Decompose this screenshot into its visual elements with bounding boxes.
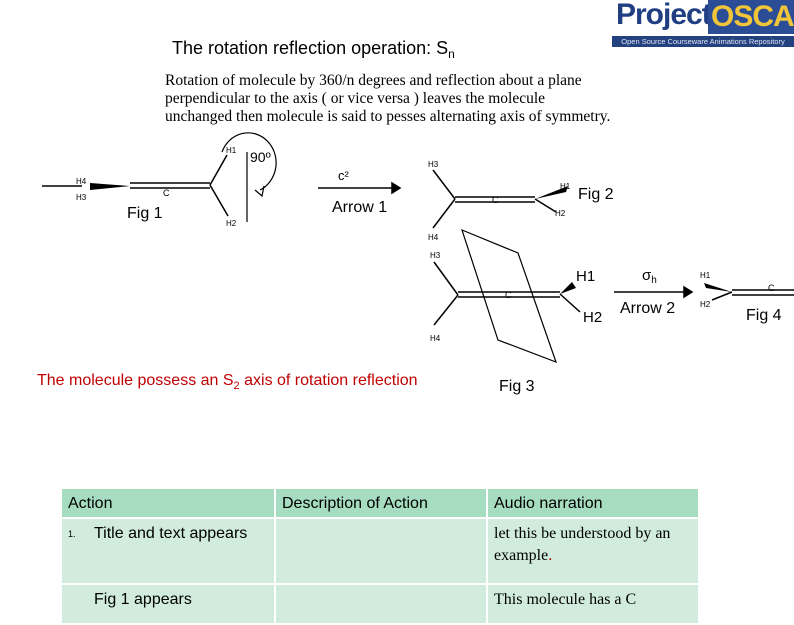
rotation-label: c² xyxy=(338,168,350,183)
atom-h2-fig2: H2 xyxy=(555,209,566,218)
arrow1 xyxy=(318,181,402,195)
sigma-h-label: σh xyxy=(642,267,657,286)
arrow2 xyxy=(614,285,694,299)
fig1-molecule xyxy=(42,132,277,222)
atom-c-fig1: C xyxy=(163,188,170,198)
molecule-figures: H4 H3 C H1 H2 90º c² H3 H4 C H1 H2 H3 H4… xyxy=(42,132,794,364)
header-audio-narration: Audio narration xyxy=(487,489,700,519)
action-text: Fig 1 appears xyxy=(94,591,192,608)
atom-c-fig4: C xyxy=(768,283,775,293)
arrow1-label: Arrow 1 xyxy=(332,199,388,216)
fig4-molecule xyxy=(704,283,794,301)
atom-h1-fig3: H1 xyxy=(576,268,595,285)
row-number xyxy=(68,589,94,595)
header-action: Action xyxy=(62,489,276,519)
page-title: The rotation reflection operation: Sn xyxy=(172,38,455,61)
logo-word-oscar: OSCAR xyxy=(708,0,794,34)
fig4-label: Fig 4 xyxy=(746,307,782,324)
atom-h2-fig3: H2 xyxy=(583,309,602,326)
row-number: 1. xyxy=(68,529,76,539)
atom-h2-fig4: H2 xyxy=(700,300,711,309)
fig3-label: Fig 3 xyxy=(499,378,535,395)
atom-c-fig2: C xyxy=(492,195,499,205)
table-row: 1. Title and text appears let this be und… xyxy=(62,518,700,585)
angle-label: 90º xyxy=(250,149,271,165)
atom-h4-fig3: H4 xyxy=(430,334,441,343)
atom-h4-fig2: H4 xyxy=(428,233,439,242)
atom-h3-fig3: H3 xyxy=(430,251,441,260)
logo-tagline: Open Source Courseware Animations Reposi… xyxy=(612,36,794,47)
action-text: Title and text appears xyxy=(94,525,248,542)
atom-h3-fig2: H3 xyxy=(428,160,439,169)
atom-h2-fig1: H2 xyxy=(226,219,237,228)
atom-c-fig3: C xyxy=(505,290,512,300)
atom-h1-fig4: H1 xyxy=(700,271,711,280)
fig1-label: Fig 1 xyxy=(127,205,163,222)
narration-cell: let this be understood by an example. xyxy=(487,518,700,585)
table-header-row: Action Description of Action Audio narra… xyxy=(62,489,700,519)
action-cell: Fig 1 appears xyxy=(62,584,276,625)
definition-text: Rotation of molecule by 360/n degrees an… xyxy=(165,72,611,125)
description-cell xyxy=(275,518,488,585)
atom-h4-fig1: H4 xyxy=(76,177,87,186)
atom-h3-fig1: H3 xyxy=(76,193,87,202)
conclusion-text: The molecule possess an S2 axis of rotat… xyxy=(37,372,418,393)
atom-h1-fig2: H1 xyxy=(560,182,571,191)
header-description: Description of Action xyxy=(275,489,488,519)
storyboard-table: Action Description of Action Audio narra… xyxy=(62,489,700,625)
fig2-label: Fig 2 xyxy=(578,186,614,203)
logo-word-project: Project xyxy=(616,0,712,31)
fig3-molecule xyxy=(433,228,581,364)
fig2-molecule xyxy=(432,169,568,229)
narration-cell: This molecule has a C xyxy=(487,584,700,625)
atom-h1-fig1: H1 xyxy=(226,146,237,155)
action-cell: 1. Title and text appears xyxy=(62,518,276,585)
arrow2-label: Arrow 2 xyxy=(620,300,676,317)
table-row: Fig 1 appears This molecule has a C xyxy=(62,584,700,625)
description-cell xyxy=(275,584,488,625)
project-oscar-logo: Project OSCAR Open Source Courseware Ani… xyxy=(612,0,794,48)
